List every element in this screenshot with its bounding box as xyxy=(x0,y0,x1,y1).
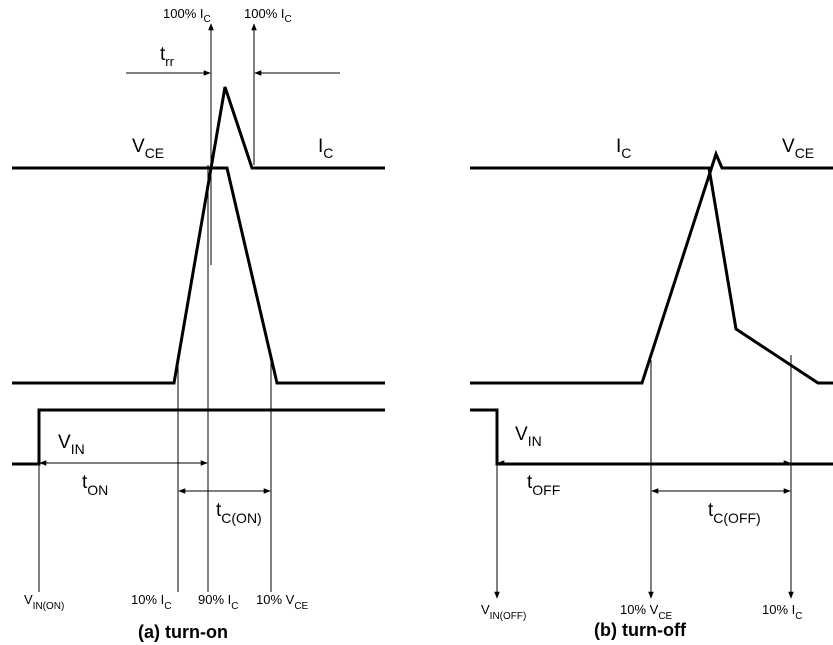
ic-waveform-on xyxy=(12,86,385,385)
ic100-left-label: 100% IC xyxy=(163,6,211,25)
toff-label: tOFF xyxy=(527,472,560,498)
vce10-off-label: 10% VCE xyxy=(620,602,673,622)
vce-waveform-on xyxy=(12,166,385,385)
ic10-on-label: 10% IC xyxy=(131,592,171,612)
trr-label: trr xyxy=(160,44,175,69)
turn-off-panel: IC VCE VIN tOFF tC(OFF) VIN(OFF) 10% VCE… xyxy=(470,136,833,640)
ic-waveform-off xyxy=(470,166,833,385)
vin-label-off: VIN xyxy=(515,424,542,449)
tcon-label: tC(ON) xyxy=(216,500,262,526)
vce-label-on: VCE xyxy=(132,136,164,161)
ic90-on-label: 90% IC xyxy=(198,592,238,612)
vce-waveform-off xyxy=(470,149,833,385)
vce-label-off: VCE xyxy=(782,136,814,161)
turn-on-caption: (a) turn-on xyxy=(138,622,228,642)
vin-on-label: VIN(ON) xyxy=(24,592,64,612)
ton-label: tON xyxy=(82,472,108,498)
ic-label-off: IC xyxy=(616,136,631,161)
vin-waveform-on xyxy=(12,408,385,466)
ic-label-on: IC xyxy=(318,136,333,161)
ic10-off-label: 10% IC xyxy=(762,602,802,622)
ic100-right-label: 100% IC xyxy=(244,6,292,25)
vin-label-on: VIN xyxy=(58,432,85,457)
vin-off-label: VIN(OFF) xyxy=(481,602,526,622)
tcoff-label: tC(OFF) xyxy=(708,500,761,526)
turn-on-panel: 100% IC 100% IC trr VCE IC VIN tON tC(ON… xyxy=(12,6,385,642)
vce10-on-label: 10% VCE xyxy=(256,592,309,612)
turn-off-caption: (b) turn-off xyxy=(594,620,687,640)
